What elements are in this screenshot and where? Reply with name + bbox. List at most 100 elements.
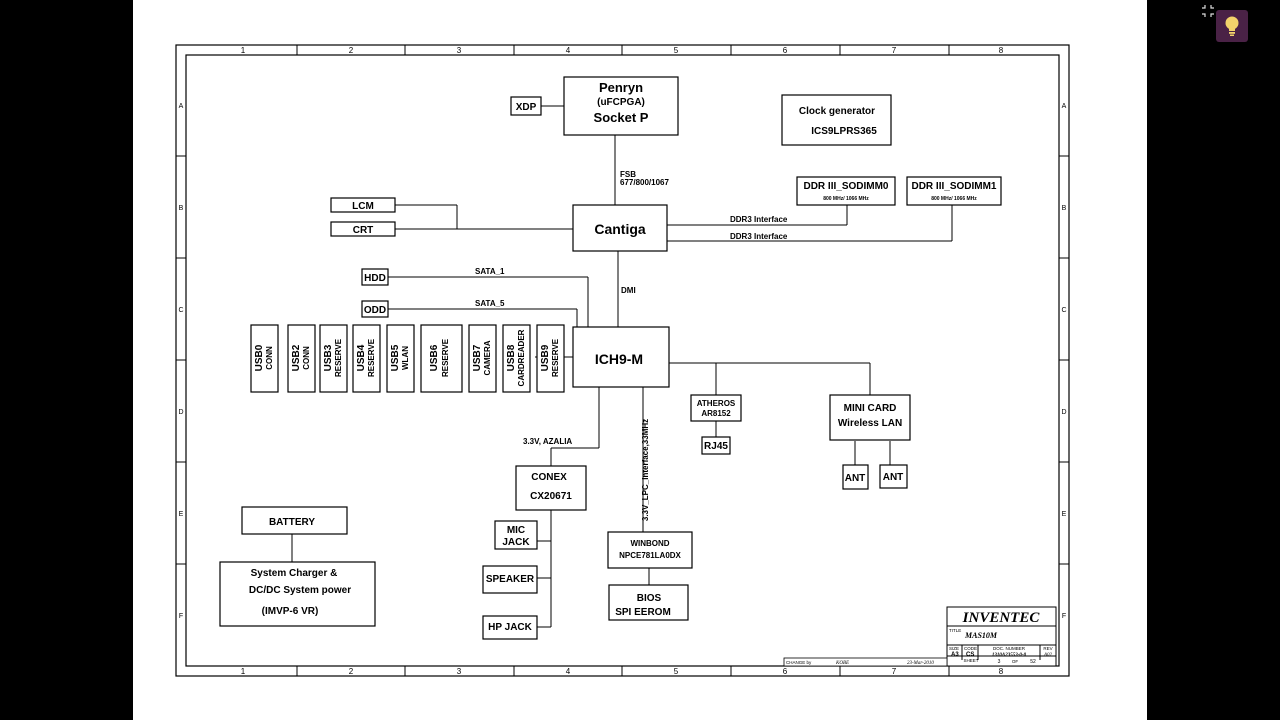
doc-caption: DOC. NUMBER [993, 646, 1026, 651]
fullscreen-exit-icon[interactable] [1199, 3, 1217, 19]
change-caption: CHANGE by [786, 660, 812, 665]
battery-block: BATTERY [241, 506, 348, 535]
winbond-part: NPCE781LA0DX [619, 551, 681, 560]
atheros-block: ATHEROS AR8152 [690, 394, 742, 422]
row-label: E [1062, 511, 1067, 518]
row-label: A [179, 103, 184, 110]
clock-title: Clock generator [799, 106, 875, 117]
conex-label: CONEX [531, 472, 567, 483]
usb-port-use: CARDREADER [517, 329, 526, 386]
usb-port-name: USB7 [472, 344, 483, 371]
usb-port-use: RESERVE [334, 338, 343, 377]
code-caption: CODE [964, 646, 977, 651]
size-caption: SIZE [949, 646, 959, 651]
charger-line2: DC/DC System power [249, 585, 351, 596]
col-label: 8 [999, 46, 1004, 55]
hp-jack-block: HP JACK [482, 615, 538, 640]
sodimm1-block: DDR III_SODIMM1 800 MHz/ 1066 MHz [906, 176, 1002, 206]
sodimm0-block: DDR III_SODIMM0 800 MHz/ 1066 MHz [796, 176, 896, 206]
speaker-block: SPEAKER [482, 565, 538, 594]
code-value: CS [966, 652, 974, 658]
usb-port-name: USB3 [323, 344, 334, 371]
col-label: 2 [349, 667, 354, 676]
row-label: D [178, 409, 183, 416]
xdp-block: XDP [510, 96, 542, 116]
usb-port-use: CAMERA [483, 340, 492, 375]
crt-block: CRT [330, 221, 396, 237]
rev-value: A02 [1043, 653, 1053, 658]
minicard-block: MINI CARD Wireless LAN [829, 394, 911, 441]
sheet-total: 52 [1030, 659, 1036, 665]
mic-jack-block: MIC JACK [494, 520, 538, 550]
sheet-number: 3 [998, 659, 1001, 665]
lightbulb-icon[interactable] [1216, 10, 1248, 42]
charger-line3: (IMVP-6 VR) [262, 606, 319, 617]
winbond-block: WINBOND NPCE781LA0DX [607, 531, 693, 569]
usb-port-use: CONN [265, 346, 274, 370]
lpc-label: 3.3V_LPC_Interface,33MHz [641, 419, 650, 521]
ddr3-interface-label: DDR3 Interface [730, 232, 788, 241]
rj45-label: RJ45 [704, 441, 728, 452]
cantiga-label: Cantiga [594, 221, 646, 237]
conex-block: CONEX CX20671 [515, 465, 587, 511]
ddr3-interface-label: DDR3 Interface [730, 215, 788, 224]
conex-part: CX20671 [530, 491, 572, 502]
dmi-label: DMI [621, 286, 636, 295]
row-label: A [1062, 103, 1067, 110]
speaker-label: SPEAKER [486, 574, 535, 585]
rj45-block: RJ45 [701, 436, 731, 455]
minicard-desc: Wireless LAN [838, 418, 902, 429]
doc-number: 1310A23553-0-0 [992, 653, 1027, 658]
of-caption: OF [1012, 659, 1019, 664]
usb-port-use: RESERVE [551, 338, 560, 377]
mic-jack-label: JACK [502, 537, 530, 548]
block-diagram: 1 2 3 4 5 6 7 8 1 2 3 4 5 6 7 8 A B C D … [175, 44, 1070, 677]
bios-block: BIOS SPI EEROM [608, 584, 689, 621]
usb-port-name: USB4 [356, 344, 367, 371]
title-caption: TITLE [949, 628, 961, 633]
frame-ticks [176, 45, 1069, 676]
clock-part: ICS9LPRS365 [811, 126, 877, 137]
col-label: 1 [241, 46, 246, 55]
sodimm1-speed: 800 MHz/ 1066 MHz [931, 196, 977, 202]
usb-port-name: USB9 [540, 344, 551, 371]
antenna-2: ANT [879, 464, 908, 489]
clock-generator-block: Clock generator ICS9LPRS365 [781, 94, 892, 146]
ant-label: ANT [883, 472, 904, 483]
ich9m-label: ICH9-M [595, 351, 643, 367]
sheet-caption: SHEET [963, 658, 978, 663]
col-label: 4 [566, 667, 571, 676]
winbond-label: WINBOND [630, 539, 669, 548]
sata1-label: SATA_1 [475, 267, 505, 276]
odd-block: ODD [361, 300, 389, 318]
hdd-label: HDD [364, 273, 386, 284]
sodimm0-label: DDR III_SODIMM0 [803, 181, 888, 192]
row-label: F [1062, 613, 1066, 620]
hp-jack-label: HP JACK [488, 622, 532, 633]
row-label: C [178, 307, 183, 314]
fsb-label: FSB [620, 170, 636, 179]
cpu-package: (uFCPGA) [597, 97, 645, 108]
title-block: INVENTEC TITLE MAS10M SIZE A3 CODE CS DO… [783, 606, 1057, 667]
col-label: 7 [892, 46, 897, 55]
mic-label: MIC [507, 525, 525, 536]
usb-port-use: CONN [302, 346, 311, 370]
project-title: MAS10M [964, 631, 998, 640]
row-label: F [179, 613, 183, 620]
company-name: INVENTEC [962, 610, 1041, 626]
schematic-sheet: 1 2 3 4 5 6 7 8 1 2 3 4 5 6 7 8 A B C D … [133, 0, 1147, 720]
battery-label: BATTERY [269, 517, 315, 528]
col-label: 2 [349, 46, 354, 55]
sata5-label: SATA_5 [475, 299, 505, 308]
usb-port-use: WLAN [401, 346, 410, 370]
atheros-label: ATHEROS [697, 399, 736, 408]
col-label: 3 [457, 667, 462, 676]
usb-ports: USB0 CONN USB2 CONN USB3 RESERVE USB4 RE… [250, 324, 565, 393]
usb-port-name: USB6 [429, 344, 440, 371]
antenna-1: ANT [842, 464, 869, 490]
col-label: 6 [783, 46, 788, 55]
row-label: C [1061, 307, 1066, 314]
drawing-date: 23-Mar-2010 [907, 661, 934, 666]
azalia-label: 3.3V, AZALIA [523, 437, 572, 446]
bios-part: SPI EEROM [615, 607, 671, 618]
